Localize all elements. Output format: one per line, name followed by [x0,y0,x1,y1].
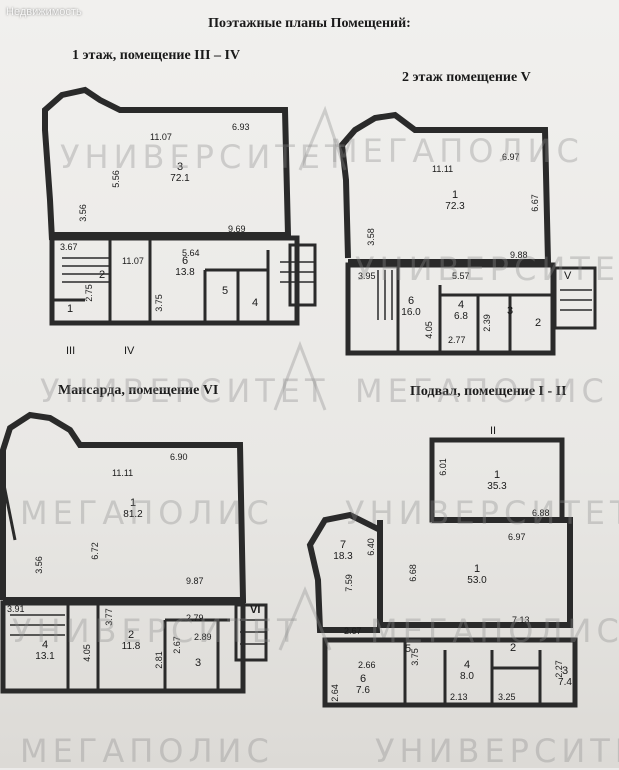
room-number: 5 [221,285,229,297]
page-title: Поэтажные планы Помещений: [208,16,411,31]
watermark-text: УНИВЕРСИТЕТ [40,372,330,410]
dim-label: 11.07 [150,132,172,142]
room-number: 3 [194,657,202,669]
watermark-text: УНИВЕРСИТЕТ [12,612,302,650]
dim-label: 3.95 [358,271,376,281]
basement-heading: Подвал, помещение I - II [410,384,567,399]
room-number: 3 [506,305,514,317]
dim-label: 2.66 [358,660,376,670]
watermark-text: УНИВЕРСИТЕТ [60,138,350,176]
dim-label: 9.88 [510,250,528,260]
dim-label: 6.93 [232,122,250,132]
floor2-heading: 2 этаж помещение V [402,70,531,85]
watermark-text: УНИВЕРСИТЕТ [345,494,619,532]
room-number: 4 [251,297,259,309]
dim-label: 3.25 [498,692,516,702]
room-number: 5 [404,643,412,655]
room-number: 2 [509,642,517,654]
marker-label: V [564,270,572,282]
dim-label: 7.13 [512,615,530,625]
watermark-text: МЕГАПОЛИС [20,494,274,532]
watermark-text: УНИВЕРСИТЕТ [375,732,619,770]
dim-label: 2.79 [186,613,204,623]
watermark-text: МЕГАПОЛИС [370,612,619,650]
dim-label: 11.11 [432,164,454,174]
watermark-text: МЕГАПОЛИС [20,732,274,770]
attic-heading: Мансарда, помещение VI [58,383,219,398]
dim-label: 9.69 [228,224,246,234]
dim-label: 3.91 [7,604,25,614]
dim-label: 6.97 [508,532,526,542]
marker-label: III [66,345,76,357]
dim-label: 6.97 [502,152,520,162]
dim-label: 2.89 [194,632,212,642]
dim-label: 9.87 [186,576,204,586]
dim-label: 5.57 [452,271,470,281]
basement-plan [306,437,578,708]
dim-label: 5.64 [182,248,200,258]
logo-icon [298,105,347,171]
dim-label: 2.13 [450,692,468,702]
dim-label: 2.67 [344,626,362,636]
listing-watermark: Недвижимость [6,6,82,18]
floor2-plan [338,111,597,356]
marker-label: IV [124,345,135,357]
dim-label: 2.77 [448,335,466,345]
attic-plan [0,411,268,694]
floor1-plan [42,86,317,326]
room-number: 1 [66,303,74,315]
logo-icon [273,340,327,411]
dim-label: 11.07 [122,256,144,266]
watermark-text: МЕГАПОЛИС [355,372,609,410]
dim-label: 6.88 [532,508,550,518]
room-number: 2 [534,317,542,329]
marker-label: VI [250,604,261,616]
marker-label: II [490,425,497,437]
watermark-text: УНИВЕРСИТЕТ [355,250,619,288]
room-number: 2 [98,269,106,281]
watermark-text: МЕГАПОЛИС [330,132,584,170]
dim-label: 6.90 [170,452,188,462]
logo-icon [278,586,332,651]
dim-label: 3.67 [60,242,78,252]
dim-label: 11.11 [112,468,134,478]
stairs-hatching [10,257,592,645]
floor1-heading: 1 этаж, помещение III – IV [72,48,241,63]
